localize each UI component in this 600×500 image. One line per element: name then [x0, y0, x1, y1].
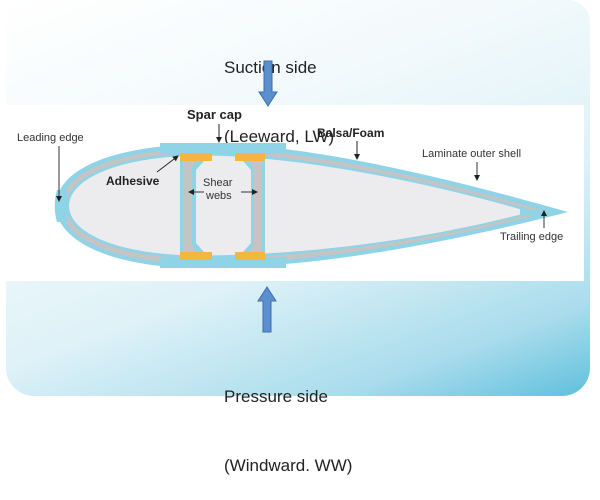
- laminate-outer-shell-label: Laminate outer shell: [422, 148, 521, 160]
- shear-web-right: [243, 161, 265, 252]
- adhesive-pointer: [156, 155, 179, 173]
- suction-side-label: Suction side (Leeward, LW): [224, 10, 334, 171]
- spar-cap-top: [160, 143, 286, 154]
- adhesive-pad: [235, 252, 265, 260]
- shear-webs-label-line2: webs: [205, 190, 232, 202]
- airfoil-diagram: Spar cap Leading edge Adhesive Shear web…: [17, 107, 568, 268]
- suction-side-line2: (Leeward, LW): [224, 127, 335, 146]
- pressure-side-line2: (Windward. WW): [224, 456, 353, 475]
- adhesive-pad: [180, 153, 212, 161]
- leading-edge-patch: [54, 190, 68, 222]
- pressure-arrow-icon: [257, 286, 277, 333]
- pressure-side-line1: Pressure side: [224, 387, 328, 406]
- adhesive-label: Adhesive: [106, 174, 160, 188]
- spar-cap-bottom: [160, 257, 286, 268]
- adhesive-pad: [180, 252, 212, 260]
- shear-web-left: [180, 161, 204, 252]
- spar-cap-label: Spar cap: [187, 107, 242, 122]
- suction-arrow-icon: [258, 60, 278, 107]
- shear-webs-label-line1: Shear: [203, 177, 233, 189]
- leading-edge-label: Leading edge: [17, 132, 84, 144]
- airfoil-interior: [69, 155, 530, 256]
- trailing-edge-label: Trailing edge: [500, 231, 563, 243]
- adhesive-pad: [235, 153, 265, 161]
- balsa-foam-label: Balsa/Foam: [317, 126, 384, 140]
